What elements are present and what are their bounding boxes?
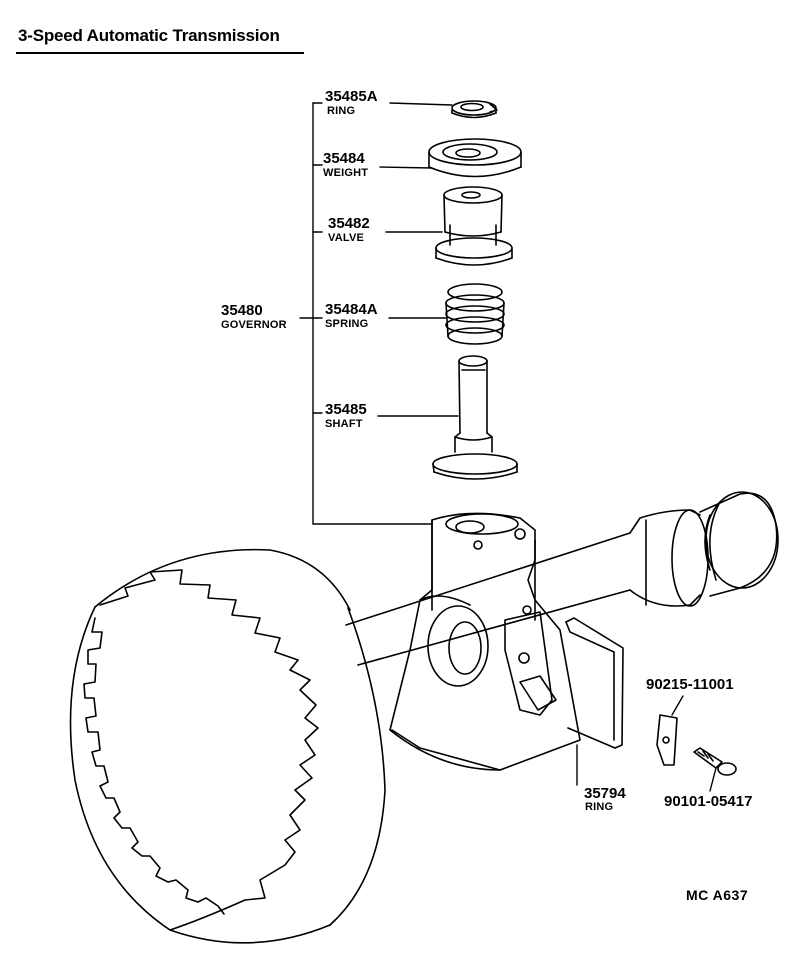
diagram-code: MC A637 xyxy=(686,887,749,903)
valve-part-name: VALVE xyxy=(328,232,365,244)
ring-top-part-number: 35485A xyxy=(325,88,378,105)
governor-valve-35482 xyxy=(435,186,513,266)
weight-part-name: WEIGHT xyxy=(323,167,369,179)
bolt-90101 xyxy=(693,747,737,776)
governor-spring-35484a xyxy=(445,283,505,345)
shaft-part-name: SHAFT xyxy=(325,418,363,430)
spring-part-number: 35484A xyxy=(325,301,378,318)
ring-lower-part-name: RING xyxy=(585,801,614,813)
governor-body xyxy=(389,512,581,771)
governor-part-number: 35480 xyxy=(221,302,263,319)
leader-lines xyxy=(299,102,717,792)
bolt-part-number: 90101-05417 xyxy=(664,793,753,810)
ring-clip-35794 xyxy=(565,617,624,749)
weight-part-number: 35484 xyxy=(323,150,365,167)
governor-shaft-35485 xyxy=(432,355,518,480)
lock-plate-90215 xyxy=(656,714,678,766)
ring-lower-part-number: 35794 xyxy=(584,785,626,802)
transmission-drum xyxy=(69,548,386,944)
page-title: 3-Speed Automatic Transmission xyxy=(18,26,280,45)
title-underline xyxy=(16,52,304,54)
spring-part-name: SPRING xyxy=(325,318,369,330)
output-shaft xyxy=(345,491,779,666)
governor-part-name: GOVERNOR xyxy=(221,319,287,331)
ring-top-part-name: RING xyxy=(327,105,356,117)
shaft-part-number: 35485 xyxy=(325,401,367,418)
valve-part-number: 35482 xyxy=(328,215,370,232)
governor-weight-35484 xyxy=(428,138,522,178)
snap-ring-35485a xyxy=(451,100,498,119)
clip-part-number: 90215-11001 xyxy=(646,676,734,693)
